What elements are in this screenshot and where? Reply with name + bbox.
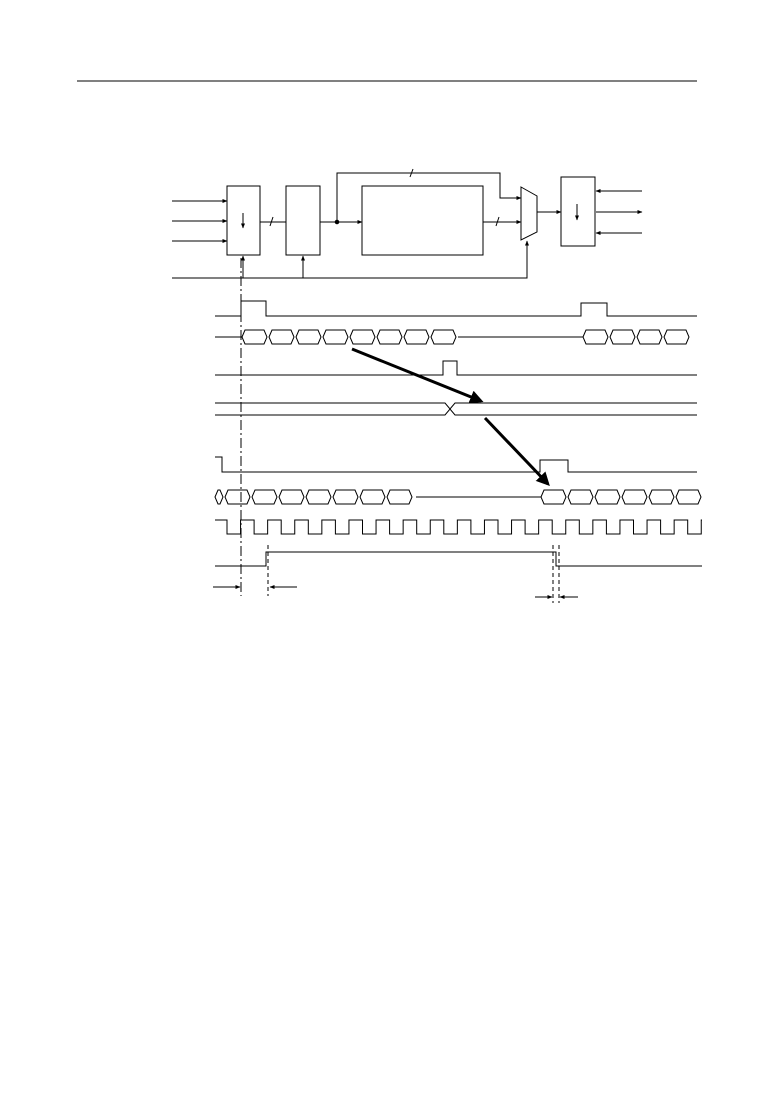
bus-out-word	[622, 490, 647, 504]
bus-out-word	[333, 490, 358, 504]
bus-out-word	[387, 490, 412, 504]
bus-in-word	[269, 330, 294, 344]
processing-block	[362, 186, 483, 255]
signal-data-bus-in	[242, 330, 689, 344]
bus-out-word	[306, 490, 331, 504]
bus-out-word	[252, 490, 277, 504]
bus-slash-3	[496, 217, 499, 226]
signal-result-bus	[215, 403, 697, 415]
bus-in-word	[431, 330, 456, 344]
timing-diagram	[213, 258, 702, 603]
register-block	[286, 186, 320, 255]
bus-out-word	[279, 490, 304, 504]
bus-out-word	[225, 490, 250, 504]
bus-in-word	[583, 330, 608, 344]
bus-in-word	[296, 330, 321, 344]
bus-out-word	[676, 490, 701, 504]
bus-in-word	[664, 330, 689, 344]
signal-start-pulse	[215, 361, 697, 375]
bus-in-word	[637, 330, 662, 344]
bus-slash-bypass	[410, 169, 413, 177]
bus-out-word	[568, 490, 593, 504]
signal-busy	[215, 552, 702, 566]
flow-arrow-1	[352, 349, 484, 404]
multiplexer	[521, 187, 537, 240]
bus-in-word	[350, 330, 375, 344]
block-diagram	[172, 169, 643, 278]
bypass-path	[337, 173, 522, 222]
control-line	[172, 240, 529, 278]
bus-in-word	[242, 330, 267, 344]
bus-in-word	[610, 330, 635, 344]
bus-out-word	[541, 490, 566, 504]
signal-data-bus-out	[215, 490, 701, 504]
bus-in-word	[323, 330, 348, 344]
bus-out-word	[360, 490, 385, 504]
bus-out-word	[215, 490, 223, 504]
flow-arrows	[352, 349, 550, 486]
signal-strobe-out	[215, 457, 697, 472]
signal-clock	[215, 520, 702, 534]
bus-in-word	[404, 330, 429, 344]
bus-in-word	[377, 330, 402, 344]
bus-out-word	[649, 490, 674, 504]
flow-arrow-2	[485, 418, 550, 486]
signal-strobe-in	[215, 301, 697, 316]
bus-out-word	[595, 490, 620, 504]
output-block	[561, 177, 595, 246]
bus-slash-1	[270, 217, 273, 226]
input-block	[227, 186, 260, 255]
